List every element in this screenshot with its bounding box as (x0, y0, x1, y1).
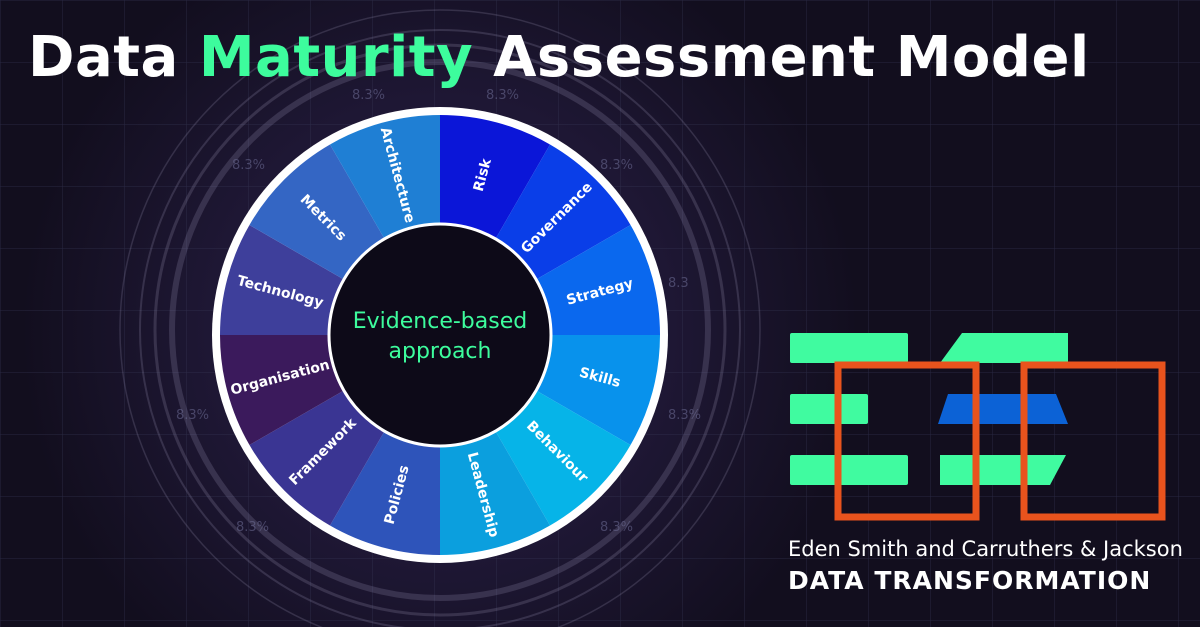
wheel-segment-architecture (330, 115, 440, 239)
wheel-segment-behaviour (495, 390, 631, 526)
ghost-percent-label: 8.3% (486, 88, 520, 103)
wheel-segment-risk (440, 115, 550, 239)
wheel-segment-leadership (440, 431, 550, 555)
ghost-percent-label: 8.3% (352, 88, 386, 103)
center-text-line-1: Evidence-based (353, 309, 527, 334)
ghost-percent-label: 8.3% (600, 158, 634, 173)
company-name: Eden Smith and Carruthers & Jackson (788, 537, 1183, 561)
page-title: Data Maturity Assessment Model (28, 18, 1090, 98)
wheel-segment-skills (536, 335, 660, 445)
logo-frames (834, 361, 1166, 521)
company-tagline: DATA TRANSFORMATION (788, 566, 1152, 595)
wheel-segment-technology (220, 225, 344, 335)
ghost-percent-label: 8.3% (232, 158, 266, 173)
logo-accent-bar (938, 394, 1068, 424)
ghost-percent-label: 8.3% (600, 520, 634, 535)
ghost-percent-label: 8.3 (668, 276, 689, 291)
logo-bars (790, 333, 1068, 485)
wheel-center (327, 222, 553, 448)
ghost-percent-label: 8.3% (176, 408, 210, 423)
ghost-percent-label: 8.3% (668, 408, 702, 423)
center-text-line-2: approach (389, 339, 492, 364)
wheel-segment-governance (495, 144, 631, 280)
title-part-1: Data (28, 25, 199, 90)
wheel-segment-metrics (249, 144, 385, 280)
ghost-percent-label: 8.3% (236, 520, 270, 535)
company-caption: Eden Smith and Carruthers & Jackson DATA… (788, 535, 1183, 599)
wheel-segment-strategy (536, 225, 660, 335)
wheel-segment-framework (249, 390, 385, 526)
wheel-segments (220, 115, 660, 555)
wheel-segment-organisation (220, 335, 344, 445)
wheel-segment-policies (330, 431, 440, 555)
title-highlight: Maturity (198, 25, 474, 90)
title-part-2: Assessment Model (473, 25, 1090, 90)
